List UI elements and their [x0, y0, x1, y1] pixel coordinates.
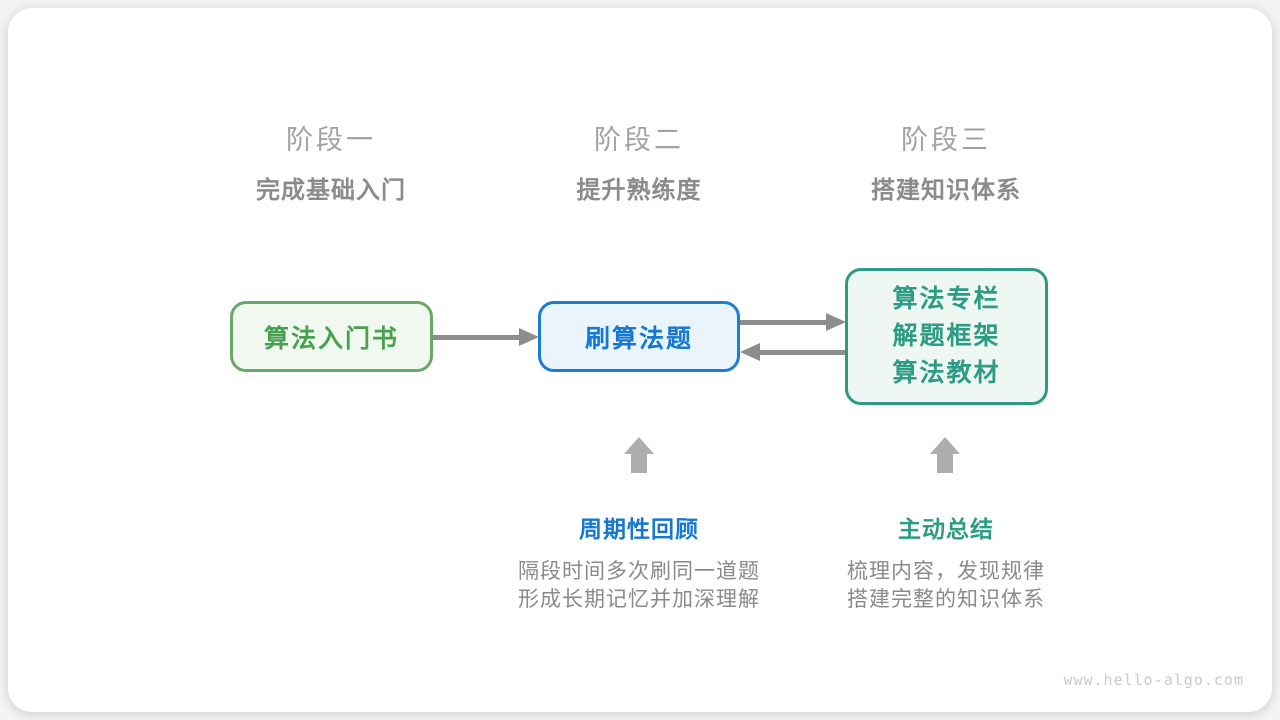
arrow-shaft — [433, 335, 521, 340]
up-arrow-icon-review — [624, 437, 654, 473]
stage-2-header: 阶段二 提升熟练度 — [489, 124, 789, 206]
annotation-review-description: 隔段时间多次刷同一道题 形成长期记忆并加深理解 — [469, 558, 809, 614]
annotation-summary-line-2: 搭建完整的知识体系 — [847, 588, 1045, 611]
annotation-review-label: 周期性回顾 — [579, 516, 699, 542]
arrow-head-right-icon — [826, 313, 846, 331]
node-intro-book-label: 算法入门书 — [263, 324, 399, 353]
node-intro-book: 算法入门书 — [230, 301, 433, 372]
annotation-summary-label: 主动总结 — [898, 516, 994, 542]
stage-3-header: 阶段三 搭建知识体系 — [796, 124, 1096, 206]
stage-2-subtitle: 提升熟练度 — [576, 177, 702, 204]
node-advanced-line-2: 解题框架 — [892, 322, 1001, 350]
up-arrow-stem — [937, 454, 953, 473]
up-arrow-head — [624, 437, 654, 454]
stage-3-title: 阶段三 — [901, 125, 991, 155]
node-practice-problems-label: 刷算法题 — [584, 324, 693, 353]
stage-1-title: 阶段一 — [286, 125, 376, 155]
arrow-shaft — [740, 320, 828, 325]
annotation-summary-line-1: 梳理内容，发现规律 — [847, 560, 1045, 583]
node-practice-problems: 刷算法题 — [538, 301, 740, 372]
watermark: www.hello-algo.com — [1063, 671, 1244, 689]
stage-1-subtitle: 完成基础入门 — [256, 177, 406, 204]
arrow-head-right-icon — [519, 328, 539, 346]
node-advanced-line-1: 算法专栏 — [892, 285, 1001, 313]
arrow-head-left-icon — [740, 343, 760, 361]
annotation-review-line-2: 形成长期记忆并加深理解 — [518, 588, 760, 611]
annotation-summary-description: 梳理内容，发现规律 搭建完整的知识体系 — [776, 558, 1116, 614]
stage-3-subtitle: 搭建知识体系 — [871, 177, 1021, 204]
up-arrow-stem — [631, 454, 647, 473]
node-advanced-line-3: 算法教材 — [892, 359, 1001, 387]
arrow-shaft — [758, 350, 845, 355]
annotation-review-line-1: 隔段时间多次刷同一道题 — [518, 560, 760, 583]
stage-1-header: 阶段一 完成基础入门 — [181, 124, 481, 206]
up-arrow-icon-summary — [930, 437, 960, 473]
node-advanced-materials: 算法专栏 解题框架 算法教材 — [845, 268, 1048, 405]
stage-2-title: 阶段二 — [594, 125, 684, 155]
up-arrow-head — [930, 437, 960, 454]
